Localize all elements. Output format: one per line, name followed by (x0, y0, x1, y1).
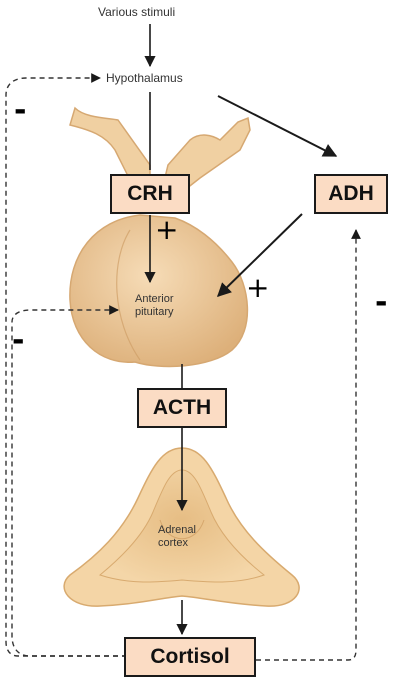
plus-sign-crh: + (155, 213, 179, 246)
acth-box: ACTH (137, 388, 227, 428)
hypothalamus-label: Hypothalamus (106, 71, 183, 85)
adrenal-cortex-label: Adrenal cortex (158, 524, 196, 549)
minus-sign-adh-feedback: - (375, 285, 388, 320)
minus-sign-pituitary-feedback: - (12, 323, 25, 358)
plus-sign-adh: + (246, 271, 270, 304)
solid-arrows (144, 24, 338, 636)
hypothalamus-to-adh-arrow (217, 95, 338, 157)
cortisol-box: Cortisol (124, 637, 256, 677)
anterior-pituitary-gland (69, 214, 249, 368)
hypothalamus-stalk (69, 106, 251, 201)
adh-to-pituitary-arrow (216, 213, 303, 297)
adrenal-cortex-gland (63, 447, 300, 607)
minus-sign-hypothalamus-feedback: - (14, 93, 27, 128)
cortisol-to-adh-feedback (256, 229, 361, 661)
anterior-pituitary-label: Anterior pituitary (135, 293, 174, 318)
adh-box: ADH (314, 174, 388, 214)
crh-box: CRH (110, 174, 190, 214)
feedback-arrows (5, 73, 361, 661)
stimuli-label: Various stimuli (98, 5, 176, 19)
